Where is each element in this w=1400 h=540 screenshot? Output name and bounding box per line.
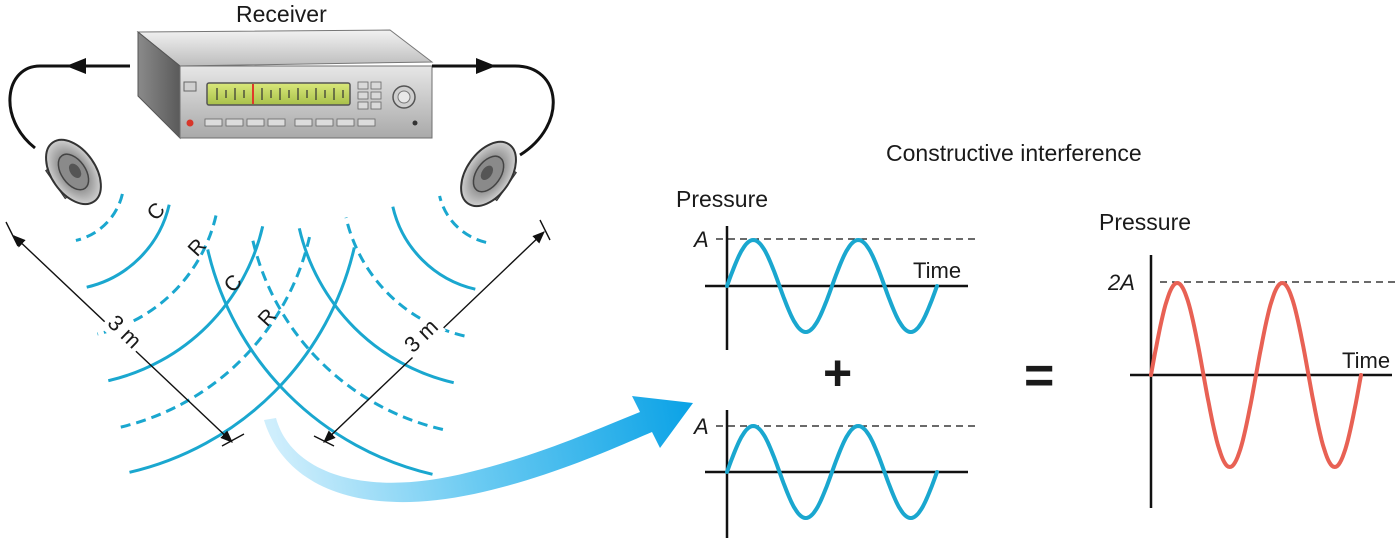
equals-operator: = xyxy=(1024,347,1055,405)
result-curve xyxy=(1149,280,1363,470)
wave1-plot xyxy=(705,226,975,350)
right-wavefronts xyxy=(206,195,487,476)
wave2-plot xyxy=(705,410,975,538)
wavefront-arc xyxy=(75,193,124,242)
plus-operator: + xyxy=(823,345,853,401)
right-cable-arrow-icon xyxy=(476,58,496,74)
receiver-label: Receiver xyxy=(236,1,327,27)
result-plot xyxy=(1130,255,1395,508)
wavefront-arc xyxy=(391,206,476,291)
wave1-y-axis-label: Pressure xyxy=(676,186,769,212)
wave1-curve xyxy=(725,237,939,335)
wave2-curve xyxy=(725,423,939,521)
right-cable xyxy=(432,64,555,157)
transfer-arrow-icon xyxy=(264,396,693,503)
receiver xyxy=(136,29,434,140)
left-cable-arrow-icon xyxy=(66,58,86,74)
right-speaker-icon xyxy=(460,140,518,208)
wave2-amplitude-label: A xyxy=(694,414,709,439)
power-led-icon xyxy=(186,119,194,127)
left-cable xyxy=(8,64,130,150)
wavefront-arc xyxy=(118,236,311,429)
result-x-axis-label: Time xyxy=(1342,348,1391,373)
result-y-axis-label: Pressure xyxy=(1099,209,1192,235)
wavefront-arc xyxy=(297,227,455,385)
wave1-amplitude-label: A xyxy=(694,227,709,252)
speaker-cables xyxy=(8,64,555,157)
tuner-display xyxy=(206,82,351,106)
wave1-x-axis-label: Time xyxy=(913,258,962,283)
panel-title: Constructive interference xyxy=(886,140,1142,166)
result-amplitude-label: 2A xyxy=(1108,270,1135,295)
left-speaker-icon xyxy=(44,138,102,206)
wavefront-arc xyxy=(107,225,265,383)
